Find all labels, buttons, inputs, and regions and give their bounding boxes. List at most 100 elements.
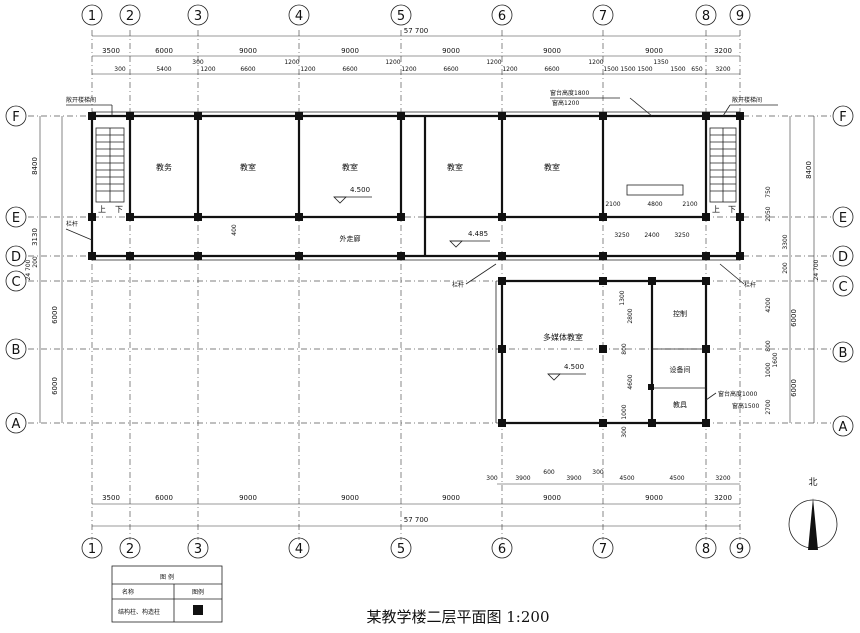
bottom-dim-5: 9000 [442,494,460,502]
bottom-dim-4: 9000 [341,494,359,502]
axis-label-4-top: 4 [295,9,303,24]
left-dim-24700: 24 700 [25,259,32,280]
window-sill-height-2: 窗台高度1000 [718,390,757,398]
walls [90,111,742,425]
top-detail-dim-5: 6600 [240,66,255,73]
axis-label-6-top: 6 [498,9,506,24]
elevation-marks: 4.500 4.485 4.500 [333,186,586,381]
axis-label-E-left: E [12,211,20,226]
axis-label-C-left: C [11,275,20,290]
top-detail-dim-20: 1500 [670,66,685,73]
corr-dim-3: 3250 [674,232,689,239]
axis-label-4-bottom: 4 [295,542,303,557]
bottom-detail-dim-4: 3900 [566,475,581,482]
elevation-2: 4.485 [468,230,488,238]
door-dim-1: 2100 [605,201,620,208]
horizontal-axis-lines [28,115,832,424]
bottom-dim-2: 6000 [155,494,173,502]
axis-label-D-left: D [11,250,21,265]
right-dim-200: 200 [782,262,789,274]
railing-label-3: 栏杆 [744,281,756,289]
bottom-dim-6: 9000 [543,494,561,502]
top-detail-dim-14: 6600 [544,66,559,73]
lab-dim-4: 4600 [627,374,634,389]
top-detail-dim-6: 1200 [284,59,299,66]
axis-label-5-top: 5 [397,9,405,24]
window-height-2: 窗高1500 [732,402,759,410]
axis-label-2-top: 2 [126,9,134,24]
top-detail-dim-4: 1200 [200,66,215,73]
room-multimedia: 多媒体教室 [543,332,583,342]
stair-right-label: 敞开楼梯间 [732,96,762,104]
axis-label-2-bottom: 2 [126,542,134,557]
legend-table: 图 例 名称 图例 结构柱、构造柱 [111,565,223,623]
axis-label-A-right: A [839,420,848,435]
axis-label-B-right: B [839,346,848,361]
top-dim-2: 6000 [155,47,173,55]
lab-dim-3: 800 [621,343,628,355]
room-classroom-4: 教室 [544,162,560,172]
top-detail-dim-7: 1200 [300,66,315,73]
top-dim-7: 9000 [645,47,663,55]
room-classroom-2: 教室 [342,162,358,172]
door-dim-2: 4800 [647,201,662,208]
axis-label-1-bottom: 1 [88,542,96,557]
top-dim-1: 3500 [102,47,120,55]
right-dim-8400: 8400 [805,161,813,179]
top-detail-dim-11: 6600 [443,66,458,73]
axis-label-3-top: 3 [194,9,202,24]
top-detail-dim-9: 1200 [385,59,400,66]
lab-dim-1: 1300 [619,290,626,305]
railing-label-2: 栏杆 [452,281,464,289]
bottom-axis-bubbles: 1 2 3 4 5 6 7 8 9 [81,537,751,559]
axis-label-B-left: B [12,343,21,358]
top-dim-8: 3200 [714,47,732,55]
room-corridor: 外走廊 [340,234,361,243]
window-height: 窗高1200 [552,99,579,107]
axis-label-5-bottom: 5 [397,542,405,557]
vertical-axis-lines [91,30,741,540]
elevation-3: 4.500 [564,363,584,371]
lab-dim-2: 2800 [627,308,634,323]
side-dimensions: 8400 3130 200 24 700 6000 6000 8400 750 … [25,116,820,423]
bottom-detail-dim-1: 300 [486,475,498,482]
right-dim-1600: 1600 [772,352,779,367]
room-prep: 教具 [673,400,687,409]
door-dim-3: 2100 [682,201,697,208]
top-detail-dim-21: 650 [691,66,703,73]
bottom-detail-dim-7: 4500 [669,475,684,482]
lab-dim-5: 1000 [621,404,628,419]
north-arrow: 北 [788,477,838,550]
top-dim-5: 9000 [442,47,460,55]
stairs-right: 上 下 [709,127,737,214]
right-dim-750: 750 [765,186,772,198]
top-dimensions: 57 700 3500 6000 9000 9000 9000 9000 900… [92,27,740,75]
room-classroom-3: 教室 [447,162,463,172]
axis-label-1-top: 1 [88,9,96,24]
north-label: 北 [808,477,817,488]
structural-columns [88,112,744,427]
bottom-detail-dim-5: 300 [592,469,604,476]
axis-label-D-right: D [838,250,848,265]
axis-label-7-top: 7 [599,9,607,24]
railing-label-1: 栏杆 [66,220,78,228]
bottom-overall-dim: 57 700 [404,516,429,524]
legend-header-symbol: 图例 [192,588,204,596]
axis-label-8-top: 8 [702,9,710,24]
stair-right-up: 上 [712,205,720,214]
annotations: 敞开楼梯间 敞开楼梯间 窗台高度1800 窗高1200 栏杆 栏杆 栏杆 窗台高… [65,89,778,438]
top-detail-dim-1: 300 [114,66,126,73]
stairs-left: 上 下 [95,127,125,214]
top-detail-dim-15: 1200 [588,59,603,66]
corr-dim-1: 3250 [614,232,629,239]
axis-label-9-top: 9 [736,9,744,24]
legend-title: 图 例 [160,573,174,581]
left-dim-3130: 3130 [31,228,39,246]
room-labels: 教务 教室 教室 教室 教室 外走廊 多媒体教室 控制 设备间 教具 [156,162,691,409]
bottom-dim-1: 3500 [102,494,120,502]
top-overall-dim: 57 700 [404,27,429,35]
axis-label-9-bottom: 9 [736,542,744,557]
axis-label-E-right: E [839,211,847,226]
stair-left-down: 下 [115,205,123,214]
